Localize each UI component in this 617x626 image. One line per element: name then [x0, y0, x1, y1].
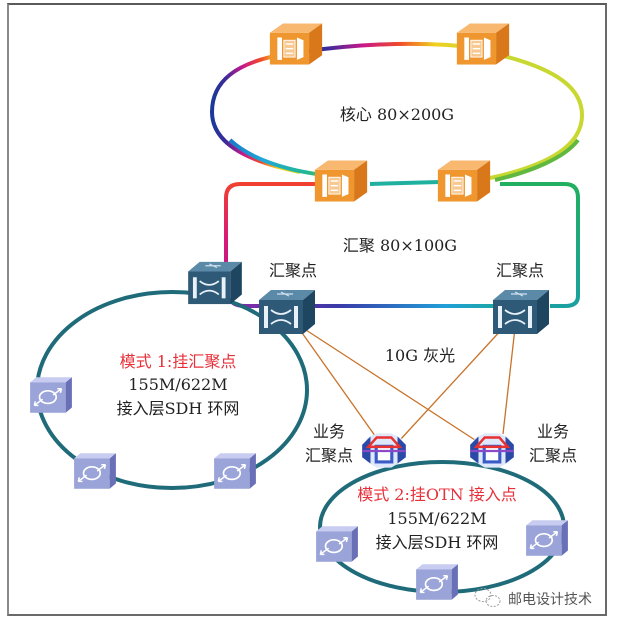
link-aggL-svcR — [305, 329, 476, 441]
aggregation-ring-label: 汇聚 80×100G — [343, 236, 457, 255]
core-ring-label: 核心 80×200G — [340, 105, 454, 124]
aggregation-router-right — [492, 289, 550, 335]
mode2-sdh-node-right — [525, 519, 569, 557]
figure-frame — [7, 3, 607, 616]
gray-light-label: 10G 灰光 — [385, 346, 455, 365]
mode2-title: 模式 2:挂OTN 接入点 — [357, 485, 517, 504]
mode1-sdh-node-bottom-right — [213, 452, 257, 490]
core-otn-node-top-left — [269, 22, 323, 66]
aggregation-ring-right — [500, 182, 580, 308]
aggregation-router-left-back — [187, 261, 243, 305]
link-aggR-svcR — [502, 327, 516, 435]
link-aggR-svcL — [399, 327, 504, 441]
link-aggL-svcL — [299, 329, 379, 441]
watermark-text: 邮电设计技术 — [508, 592, 592, 608]
mode1-title: 模式 1:挂汇聚点 — [120, 352, 237, 371]
core-ring-bottom-mid — [369, 180, 441, 186]
mode1-network: 接入层SDH 环网 — [117, 399, 240, 418]
mode2-sdh-node-left — [315, 525, 359, 563]
service-node-left-label-line1: 业务 — [313, 422, 345, 441]
aggregation-router-left — [258, 289, 316, 335]
core-ring-left-arc — [209, 50, 301, 174]
mode2-sdh-node-bottom — [415, 563, 459, 601]
service-node-right-label-line2: 汇聚点 — [529, 446, 577, 465]
service-aggregation-node-left — [360, 432, 408, 469]
watermark: 邮电设计技术 — [474, 588, 592, 608]
core-otn-node-bottom-right — [437, 159, 491, 203]
core-ring-right-arc — [489, 53, 585, 180]
mode2-network: 接入层SDH 环网 — [376, 533, 499, 552]
mode1-sdh-node-bottom-left — [73, 452, 117, 490]
aggregation-node-left-label: 汇聚点 — [269, 261, 317, 280]
aggregation-node-right-label: 汇聚点 — [496, 261, 544, 280]
service-aggregation-node-right — [468, 432, 516, 469]
gray-light-links — [299, 327, 516, 441]
mode1-rate: 155M/622M — [128, 375, 227, 394]
wechat-icon — [474, 588, 501, 607]
mode2-rate: 155M/622M — [387, 509, 486, 528]
service-node-left-label-line2: 汇聚点 — [305, 446, 353, 465]
core-otn-node-bottom-left — [314, 159, 368, 203]
core-otn-node-top-right — [456, 22, 510, 66]
service-node-right-label-line1: 业务 — [537, 422, 569, 441]
mode1-sdh-node-left — [29, 376, 73, 414]
core-ring-top-arc — [299, 41, 481, 54]
core-ring-bottom-right — [494, 138, 580, 182]
